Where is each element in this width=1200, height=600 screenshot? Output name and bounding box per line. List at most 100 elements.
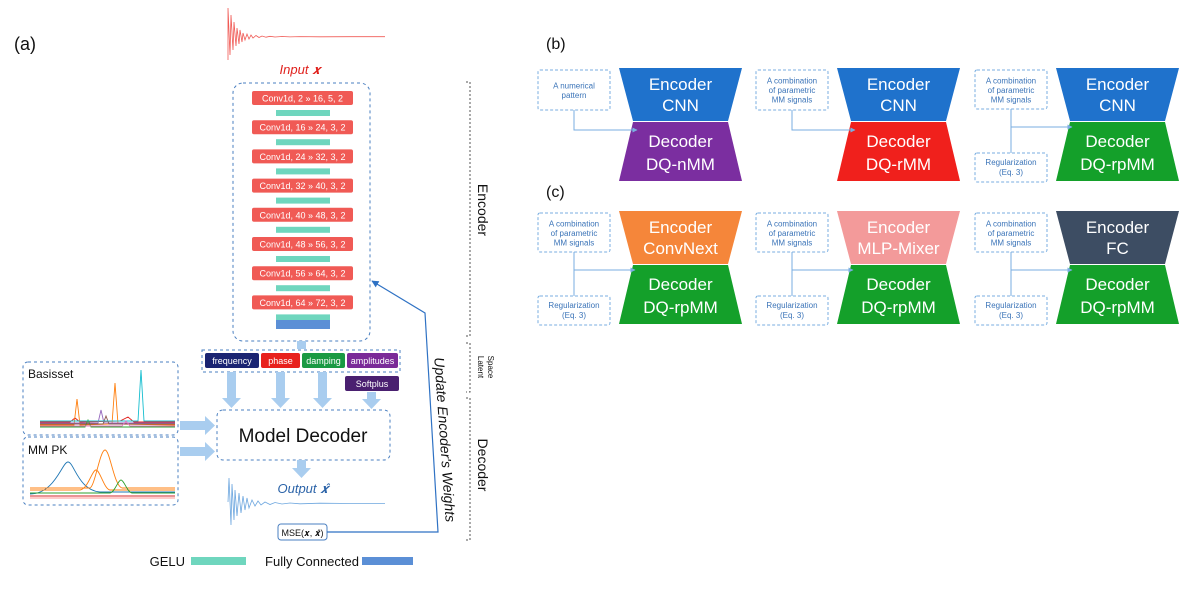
latent-label: damping [306, 356, 341, 366]
latent-label: phase [268, 356, 293, 366]
conv-layer [252, 295, 353, 310]
encoder-text: CNN [1099, 96, 1136, 115]
mmpk-spectra [29, 449, 175, 499]
encoder-text: MLP-Mixer [857, 239, 940, 258]
conv-layer [252, 266, 353, 281]
gelu-layer [276, 197, 330, 204]
encoder-text: FC [1106, 239, 1129, 258]
decoder-text: Decoder [648, 132, 713, 151]
side-encoder-label: Encoder [475, 184, 491, 236]
input-waveform [227, 7, 385, 60]
encoder-text: ConvNext [643, 239, 718, 258]
latent-amplitudes [347, 353, 398, 368]
panel-c-label: (c) [546, 184, 565, 201]
latent-damping [302, 353, 345, 368]
decoder-text: Decoder [866, 275, 931, 294]
output-waveform [227, 477, 386, 526]
conv-layer-label: Conv1d, 32 » 40, 3, 2 [259, 181, 345, 191]
encoder-text: Encoder [649, 218, 713, 237]
decoder-trapezoid [619, 265, 742, 324]
encoder-trapezoid [1056, 68, 1179, 121]
encoder-text: Encoder [867, 218, 931, 237]
regularization-text: (Eq. 3) [999, 168, 1023, 177]
input-text: A numerical [553, 81, 595, 90]
mmpk-box [22, 436, 179, 506]
feedback-arrow [327, 280, 439, 533]
decoder-trapezoid [837, 265, 960, 324]
regularization-text: Regularization [766, 301, 817, 310]
conv-layer [252, 91, 353, 105]
decoder-trapezoid [619, 122, 742, 181]
encoder-trapezoid [619, 211, 742, 264]
input-text: A combination [767, 220, 817, 229]
mse-label: MSE(𝒙, 𝒙̂) [281, 528, 323, 538]
input-to-decoder-arrow [791, 110, 856, 133]
latent-frequency [205, 353, 259, 368]
regularization-text: Regularization [985, 158, 1036, 167]
decoder-text: DQ-rpMM [861, 298, 936, 317]
regularization-text: Regularization [985, 301, 1036, 310]
decoder-text: Decoder [866, 132, 931, 151]
model-decoder-box [216, 409, 391, 461]
decoder-text: Decoder [1085, 132, 1150, 151]
legend-gelu-swatch [191, 557, 246, 565]
side-latent-label-1: Latent [476, 356, 485, 379]
regularization-box [974, 152, 1048, 183]
input-label: Input 𝒙 [280, 62, 324, 77]
basisset-label: Basisset [28, 367, 74, 381]
regularization-box [974, 295, 1048, 326]
gelu-layer [276, 314, 330, 321]
regularization-box [755, 295, 829, 326]
decoder-to-output-arrow [292, 460, 311, 478]
softplus-box [345, 376, 399, 391]
decoder-trapezoid [1056, 122, 1179, 181]
regularization-text: (Eq. 3) [562, 311, 586, 320]
encoder-trapezoid [619, 68, 742, 121]
softplus-label: Softplus [356, 379, 389, 389]
input-text: of parametric [988, 229, 1035, 238]
regularization-box [537, 295, 611, 326]
decoder-text: DQ-rMM [866, 155, 931, 174]
input-text: A combination [986, 77, 1036, 86]
encoder-to-latent-arrow [297, 341, 306, 349]
regularization-text: (Eq. 3) [780, 311, 804, 320]
conv-layer-label: Conv1d, 24 » 32, 3, 2 [259, 152, 345, 162]
panel-a-label: (a) [14, 34, 36, 54]
input-text: A combination [549, 220, 599, 229]
encoder-trapezoid [837, 211, 960, 264]
decoder-text: DQ-rpMM [1080, 298, 1155, 317]
gelu-layer [276, 110, 330, 116]
basisset-spectra [40, 369, 176, 428]
input-box [537, 69, 611, 111]
conv-layer [252, 120, 353, 135]
conv-layer-label: Conv1d, 2 » 16, 5, 2 [262, 94, 343, 104]
conv-layer [252, 149, 353, 164]
input-text: A combination [986, 220, 1036, 229]
encoder-trapezoid [837, 68, 960, 121]
model-decoder-label: Model Decoder [239, 426, 369, 447]
encoder-text: Encoder [867, 75, 931, 94]
gelu-layer [276, 285, 330, 292]
fc-layer [276, 320, 330, 329]
conv-layer-label: Conv1d, 40 » 48, 3, 2 [259, 210, 345, 220]
input-text: of parametric [551, 229, 598, 238]
latent-label: amplitudes [351, 356, 395, 366]
conv-layer-label: Conv1d, 48 » 56, 3, 2 [259, 240, 345, 250]
input-text: A combination [767, 77, 817, 86]
legend-gelu-label: GELU [150, 554, 185, 569]
conv-layer [252, 178, 353, 193]
input-text: of parametric [769, 229, 816, 238]
conv-layer [252, 237, 353, 251]
conv-layer-label: Conv1d, 56 » 64, 3, 2 [259, 269, 345, 279]
encoder-text: Encoder [1086, 218, 1150, 237]
input-text: MM signals [554, 239, 594, 248]
encoder-trapezoid [1056, 211, 1179, 264]
